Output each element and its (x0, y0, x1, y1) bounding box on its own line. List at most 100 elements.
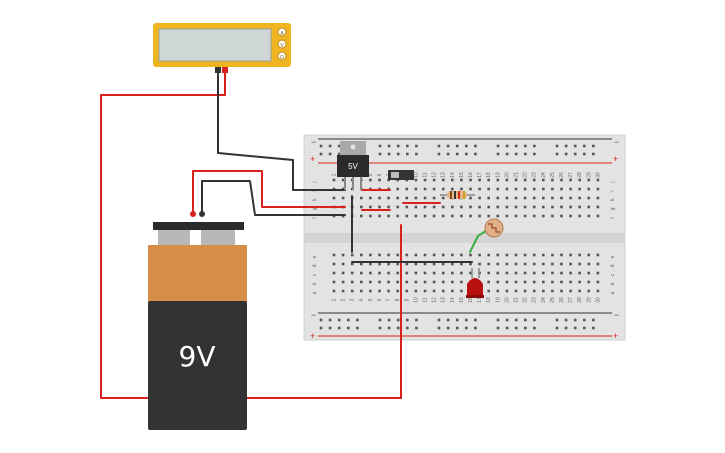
terminal-hole[interactable] (332, 253, 336, 257)
rail-hole[interactable] (415, 318, 418, 322)
terminal-hole[interactable] (560, 187, 563, 191)
red-wire-battery-positive[interactable] (192, 170, 346, 215)
terminal-hole[interactable] (596, 187, 600, 191)
rail-hole[interactable] (319, 326, 323, 330)
rail-hole[interactable] (387, 318, 391, 322)
terminal-hole[interactable] (451, 289, 454, 293)
terminal-hole[interactable] (341, 271, 345, 275)
terminal-hole[interactable] (532, 271, 536, 275)
terminal-hole[interactable] (505, 289, 509, 293)
rail-hole[interactable] (533, 144, 536, 148)
rail-hole[interactable] (328, 144, 332, 148)
terminal-hole[interactable] (451, 253, 454, 257)
terminal-hole[interactable] (387, 280, 390, 284)
terminal-hole[interactable] (350, 280, 354, 284)
terminal-hole[interactable] (569, 214, 572, 218)
terminal-hole[interactable] (441, 271, 445, 275)
terminal-hole[interactable] (396, 205, 399, 209)
terminal-hole[interactable] (478, 196, 481, 200)
terminal-hole[interactable] (460, 262, 463, 266)
terminal-hole[interactable] (405, 205, 409, 209)
rail-hole[interactable] (437, 144, 441, 148)
rail-hole[interactable] (406, 152, 409, 156)
terminal-hole[interactable] (451, 187, 454, 191)
terminal-hole[interactable] (441, 214, 445, 218)
rail-hole[interactable] (505, 144, 509, 148)
terminal-hole[interactable] (478, 205, 481, 209)
rail-hole[interactable] (474, 152, 477, 156)
multimeter[interactable]: A V Ω (153, 23, 291, 73)
rail-hole[interactable] (465, 144, 468, 148)
rail-hole[interactable] (415, 144, 418, 148)
terminal-hole[interactable] (360, 205, 363, 209)
terminal-hole[interactable] (451, 178, 454, 182)
terminal-hole[interactable] (423, 253, 427, 257)
rail-hole[interactable] (356, 318, 359, 322)
terminal-hole[interactable] (487, 187, 490, 191)
terminal-hole[interactable] (514, 253, 518, 257)
terminal-hole[interactable] (596, 214, 600, 218)
terminal-hole[interactable] (587, 205, 591, 209)
rail-hole[interactable] (474, 326, 477, 330)
rail-hole[interactable] (514, 152, 518, 156)
terminal-hole[interactable] (542, 253, 545, 257)
rail-hole[interactable] (455, 144, 459, 148)
terminal-hole[interactable] (551, 178, 554, 182)
rail-hole[interactable] (378, 318, 382, 322)
rail-hole[interactable] (396, 326, 400, 330)
terminal-hole[interactable] (451, 214, 454, 218)
terminal-hole[interactable] (378, 205, 381, 209)
terminal-hole[interactable] (569, 253, 572, 257)
terminal-hole[interactable] (460, 271, 463, 275)
terminal-hole[interactable] (332, 262, 336, 266)
rail-hole[interactable] (356, 326, 359, 330)
terminal-hole[interactable] (451, 280, 454, 284)
terminal-hole[interactable] (560, 253, 563, 257)
rail-hole[interactable] (592, 144, 595, 148)
terminal-hole[interactable] (487, 205, 490, 209)
terminal-hole[interactable] (542, 214, 545, 218)
terminal-hole[interactable] (496, 253, 500, 257)
terminal-hole[interactable] (514, 205, 518, 209)
rail-hole[interactable] (328, 152, 332, 156)
terminal-hole[interactable] (578, 178, 581, 182)
probe-black-jack[interactable] (215, 67, 221, 73)
rail-hole[interactable] (592, 318, 595, 322)
terminal-hole[interactable] (560, 289, 563, 293)
rail-hole[interactable] (337, 144, 341, 148)
terminal-hole[interactable] (360, 196, 363, 200)
terminal-hole[interactable] (387, 289, 390, 293)
terminal-hole[interactable] (496, 178, 500, 182)
terminal-hole[interactable] (432, 187, 436, 191)
terminal-hole[interactable] (523, 196, 527, 200)
terminal-hole[interactable] (532, 196, 536, 200)
terminal-hole[interactable] (487, 289, 490, 293)
terminal-hole[interactable] (396, 262, 399, 266)
rail-hole[interactable] (387, 326, 391, 330)
terminal-hole[interactable] (441, 289, 445, 293)
terminal-hole[interactable] (505, 214, 509, 218)
terminal-hole[interactable] (350, 271, 354, 275)
terminal-hole[interactable] (432, 178, 436, 182)
terminal-hole[interactable] (569, 205, 572, 209)
terminal-hole[interactable] (423, 280, 427, 284)
rail-hole[interactable] (555, 144, 559, 148)
terminal-hole[interactable] (551, 205, 554, 209)
rail-hole[interactable] (415, 152, 418, 156)
terminal-hole[interactable] (551, 262, 554, 266)
terminal-hole[interactable] (451, 205, 454, 209)
terminal-hole[interactable] (523, 205, 527, 209)
rail-hole[interactable] (319, 318, 323, 322)
terminal-hole[interactable] (523, 262, 527, 266)
terminal-hole[interactable] (505, 280, 509, 284)
terminal-hole[interactable] (505, 253, 509, 257)
terminal-hole[interactable] (423, 289, 427, 293)
rail-hole[interactable] (573, 318, 577, 322)
terminal-hole[interactable] (578, 196, 581, 200)
terminal-hole[interactable] (432, 262, 436, 266)
rail-hole[interactable] (583, 318, 586, 322)
rail-hole[interactable] (406, 326, 409, 330)
rail-hole[interactable] (387, 152, 391, 156)
terminal-hole[interactable] (414, 214, 418, 218)
terminal-hole[interactable] (469, 271, 472, 275)
